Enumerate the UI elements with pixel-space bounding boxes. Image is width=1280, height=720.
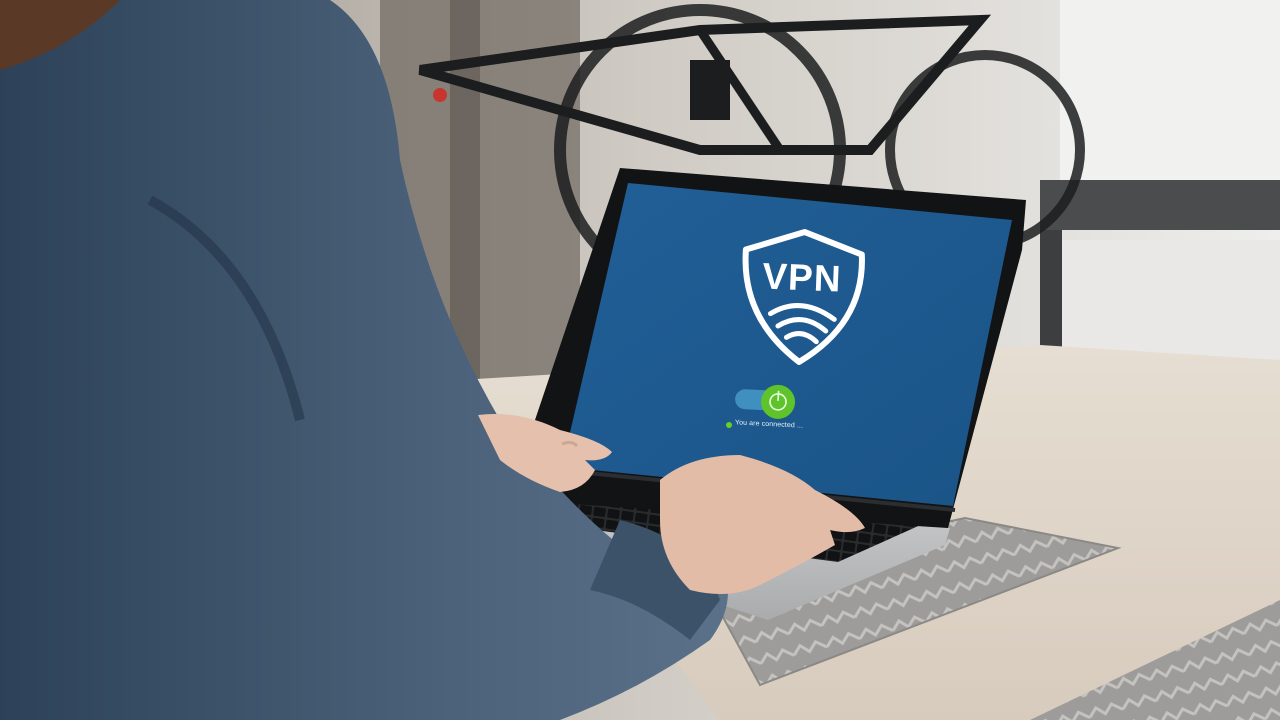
curtain-fold (450, 0, 480, 380)
sleeve-cuff (590, 520, 720, 640)
side-table-panel (1062, 240, 1280, 370)
placemat-right (1030, 600, 1280, 720)
connection-status-dot (726, 422, 732, 428)
bicycle-chainring (690, 60, 730, 120)
person-hair (0, 0, 120, 70)
shield-icon (742, 229, 865, 365)
vpn-toggle-hitbox[interactable] (733, 383, 797, 421)
person-torso (0, 0, 728, 720)
bicycle-tube (696, 27, 784, 153)
wifi-icon (767, 303, 837, 345)
toggle-knob (761, 384, 796, 419)
vpn-logo-text: VPN (761, 255, 843, 300)
finger-nail (561, 440, 579, 448)
side-table-leg (1040, 230, 1062, 360)
laptop-screen (562, 183, 1012, 506)
right-hand (660, 455, 865, 594)
bicycle-rear-light (433, 88, 447, 102)
power-toggle (735, 384, 796, 419)
left-hand (478, 414, 612, 492)
side-table-top (1040, 180, 1280, 230)
bicycle-frame (418, 14, 992, 155)
sleeve-fold (147, 195, 305, 422)
